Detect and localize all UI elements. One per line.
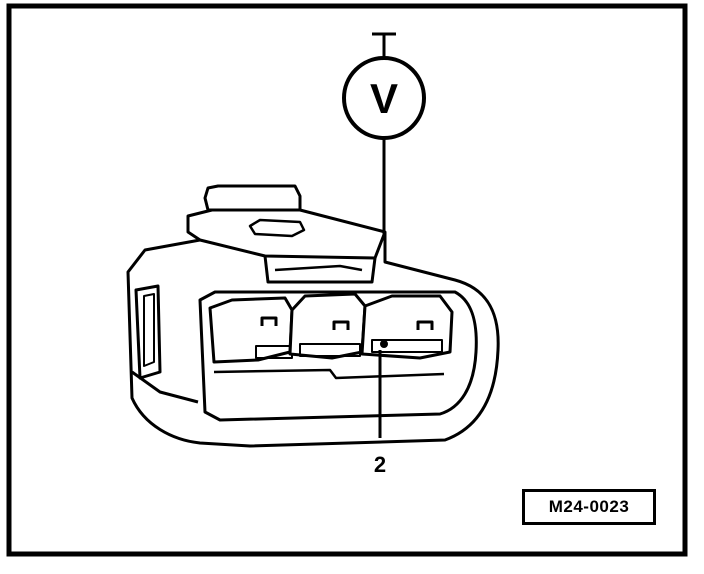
connector-mouth [198,290,478,422]
latch-slot [248,218,306,238]
meter-symbol: V [370,75,398,122]
terminal-chamber-2 [288,292,367,360]
terminal-chamber-1 [208,296,294,364]
terminal-chamber-3 [360,294,454,360]
figure-border [6,3,688,557]
electrical-connector-icon [126,184,500,448]
probe-contact-point [380,340,388,348]
callout-number: 2 [374,452,386,477]
figure-reference-code: M24-0023 [522,489,656,525]
locking-tab [203,184,302,212]
side-latch [134,284,162,380]
